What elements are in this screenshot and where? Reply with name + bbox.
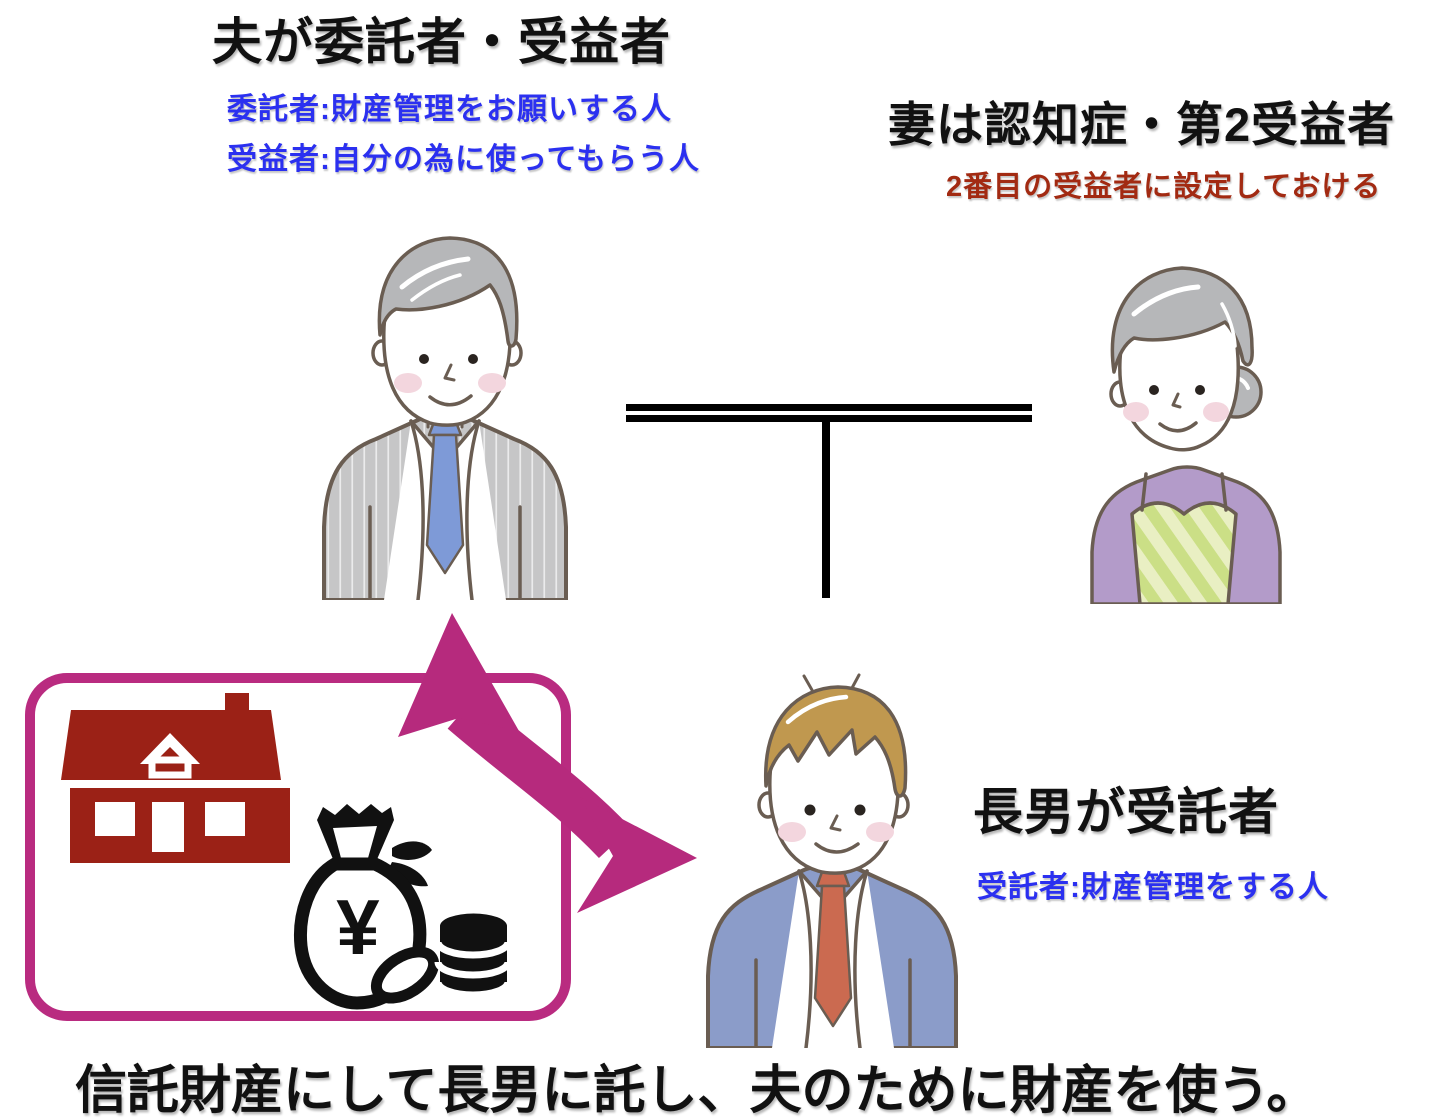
coin-icon <box>370 946 440 1004</box>
house-icon <box>61 693 290 863</box>
wife-illustration <box>1090 266 1282 604</box>
trust-assets-icons: ¥ <box>61 693 512 1010</box>
husband-illustration <box>322 236 568 600</box>
arrow-right-to-son <box>577 797 697 913</box>
marriage-line-bottom <box>626 415 1032 422</box>
son-note: 受託者:財産管理をする人 <box>977 871 1329 904</box>
wife-note: 2番目の受益者に設定しておける <box>946 171 1382 203</box>
footer-text: 信託財産にして長男に託し、夫のために財産を使う。 <box>75 1062 1319 1119</box>
marriage-line-top <box>626 404 1032 411</box>
descent-line <box>822 422 830 598</box>
son-illustration <box>706 673 958 1048</box>
husband-note-beneficiary: 受益者:自分の為に使ってもらう人 <box>227 143 700 176</box>
husband-note-settlor: 委託者:財産管理をお願いする人 <box>227 93 672 126</box>
wife-title: 妻は認知症・第2受益者 <box>888 98 1396 151</box>
husband-title: 夫が委託者・受益者 <box>212 14 671 70</box>
husband-hair <box>377 236 519 348</box>
wife-hair <box>1110 266 1254 374</box>
wife-apron <box>1130 501 1238 604</box>
son-title: 長男が受託者 <box>973 784 1279 840</box>
son-tie <box>813 870 853 1028</box>
yen-symbol: ¥ <box>336 883 380 971</box>
coin-stack-icon <box>434 913 512 999</box>
husband-tie <box>425 420 465 575</box>
